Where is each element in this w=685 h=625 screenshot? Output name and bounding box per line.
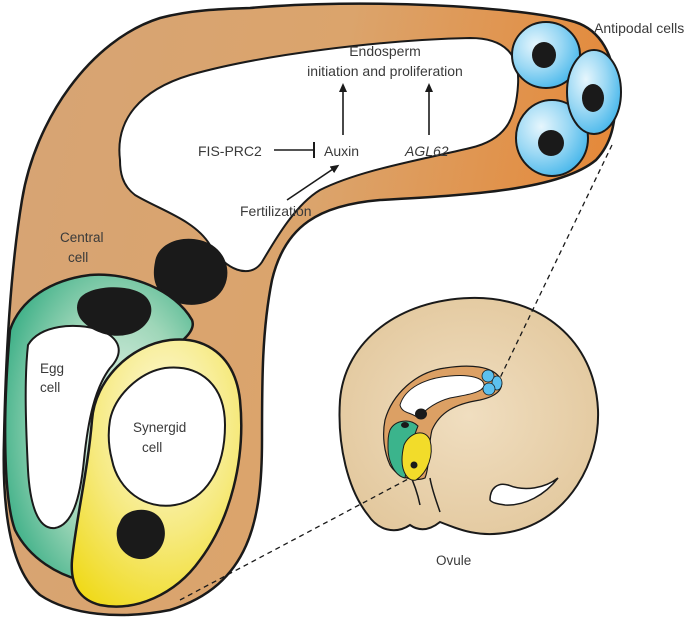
antipodal-nucleus-2 (538, 130, 564, 156)
label-agl62: AGL62 (404, 143, 449, 159)
arrow-fertilization-to-auxin (286, 164, 340, 201)
mini-synergid (401, 432, 432, 481)
central-vacuole (118, 36, 520, 273)
synergid-nucleus (116, 509, 165, 560)
label-auxin: Auxin (324, 143, 359, 159)
label-central-line2: cell (68, 250, 88, 265)
synergid-vacuole (107, 366, 227, 507)
label-fertilization: Fertilization (240, 203, 312, 219)
ovule-body (338, 296, 600, 536)
label-endosperm-line2: initiation and proliferation (307, 63, 463, 79)
ovule (338, 296, 600, 536)
label-ovule: Ovule (436, 553, 471, 568)
ovule-fold (489, 477, 559, 506)
mini-egg-nucleus (401, 422, 409, 428)
zoom-line-bottom (179, 477, 411, 601)
synergid-cell (70, 338, 243, 608)
label-egg-line1: Egg (40, 361, 64, 376)
label-endosperm-line1: Endosperm (349, 43, 421, 59)
central-nucleus (153, 238, 228, 305)
mini-central-nucleus (415, 408, 427, 420)
label-fis-prc2: FIS-PRC2 (198, 143, 262, 159)
label-egg-line2: cell (40, 380, 60, 395)
label-synergid-line2: cell (142, 440, 162, 455)
pathway-arrows (274, 83, 433, 201)
label-antipodal-cells: Antipodal cells (594, 20, 684, 36)
mini-antipodal-3 (482, 382, 496, 396)
zoom-line-top (499, 144, 613, 379)
label-synergid-line1: Synergid (133, 420, 186, 435)
antipodal-nucleus-1 (532, 42, 556, 68)
egg-nucleus (77, 287, 152, 336)
antipodal-cells (511, 21, 622, 177)
mini-antipodal-1 (481, 369, 495, 383)
label-central-line1: Central (60, 230, 104, 245)
antipodal-nucleus-3 (582, 84, 604, 112)
mini-synergid-nucleus (410, 461, 418, 469)
